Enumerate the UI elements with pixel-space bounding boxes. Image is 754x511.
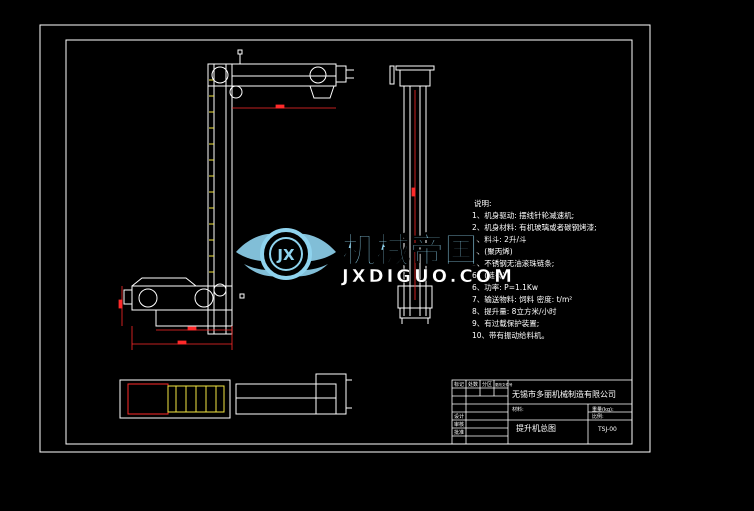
note-line: 3、料斗: 2升/斗 xyxy=(472,234,527,244)
note-line: 2、机身材料: 有机玻璃或者碳钢烤漆; xyxy=(472,222,597,232)
design-label: 设计 xyxy=(454,413,464,420)
watermark-brand-cn: 机械帝国 xyxy=(342,231,478,271)
notes-heading: 说明: xyxy=(474,198,492,208)
title-block-text: 标记 处数 分区 更改文件号 设计 审核 批准 材料: 重量(kg): 比例: xyxy=(454,381,614,436)
check-label: 审核 xyxy=(454,421,464,428)
plan-view xyxy=(119,373,352,419)
front-view-dimensions xyxy=(118,104,336,350)
approve-label: 批准 xyxy=(454,429,464,436)
note-line: 1、机身驱动: 摆线针轮减速机; xyxy=(472,210,574,220)
rev-header: 处数 xyxy=(468,381,478,388)
technical-notes: 说明: 1、机身驱动: 摆线针轮减速机; 2、机身材料: 有机玻璃或者碳钢烤漆;… xyxy=(472,198,597,340)
watermark-logo: JX xyxy=(236,228,336,280)
note-line: 9、有过载保护装置; xyxy=(472,318,539,328)
material-label: 材料: xyxy=(512,406,524,413)
drawing-name: 提升机总图 xyxy=(516,423,556,433)
note-line: 6、功率: P=1.1Kw xyxy=(472,282,538,292)
rev-header: 分区 xyxy=(482,381,492,388)
watermark-brand-en: JXDIGUO.COM xyxy=(340,266,512,287)
note-line: 5、不锈钢无油滚珠链条; xyxy=(472,258,554,268)
side-view-dimensions xyxy=(411,90,416,300)
company-name: 无锡市多丽机械制造有限公司 xyxy=(512,389,616,399)
side-view xyxy=(389,65,435,324)
note-line: 10、带有振动给料机。 xyxy=(472,330,549,340)
note-line: 4、(聚丙烯) xyxy=(472,246,513,256)
title-block xyxy=(451,379,633,445)
front-view xyxy=(123,49,354,335)
scale-label: 比例: xyxy=(592,413,604,420)
inner-frame xyxy=(65,39,633,445)
drawing-number: TSJ-00 xyxy=(597,426,617,433)
note-line: 8、提升量: 8立方米/小时 xyxy=(472,306,557,316)
logo-letters: JX xyxy=(276,246,295,264)
note-line: 7、输送物料: 饲料 密度: t/m² xyxy=(472,294,572,304)
rev-header: 标记 xyxy=(454,381,464,388)
rev-header: 更改文件号 xyxy=(495,382,513,387)
weight-label: 重量(kg): xyxy=(592,406,614,413)
note-line: 6、(链条) xyxy=(472,270,505,280)
outer-frame xyxy=(39,24,651,453)
